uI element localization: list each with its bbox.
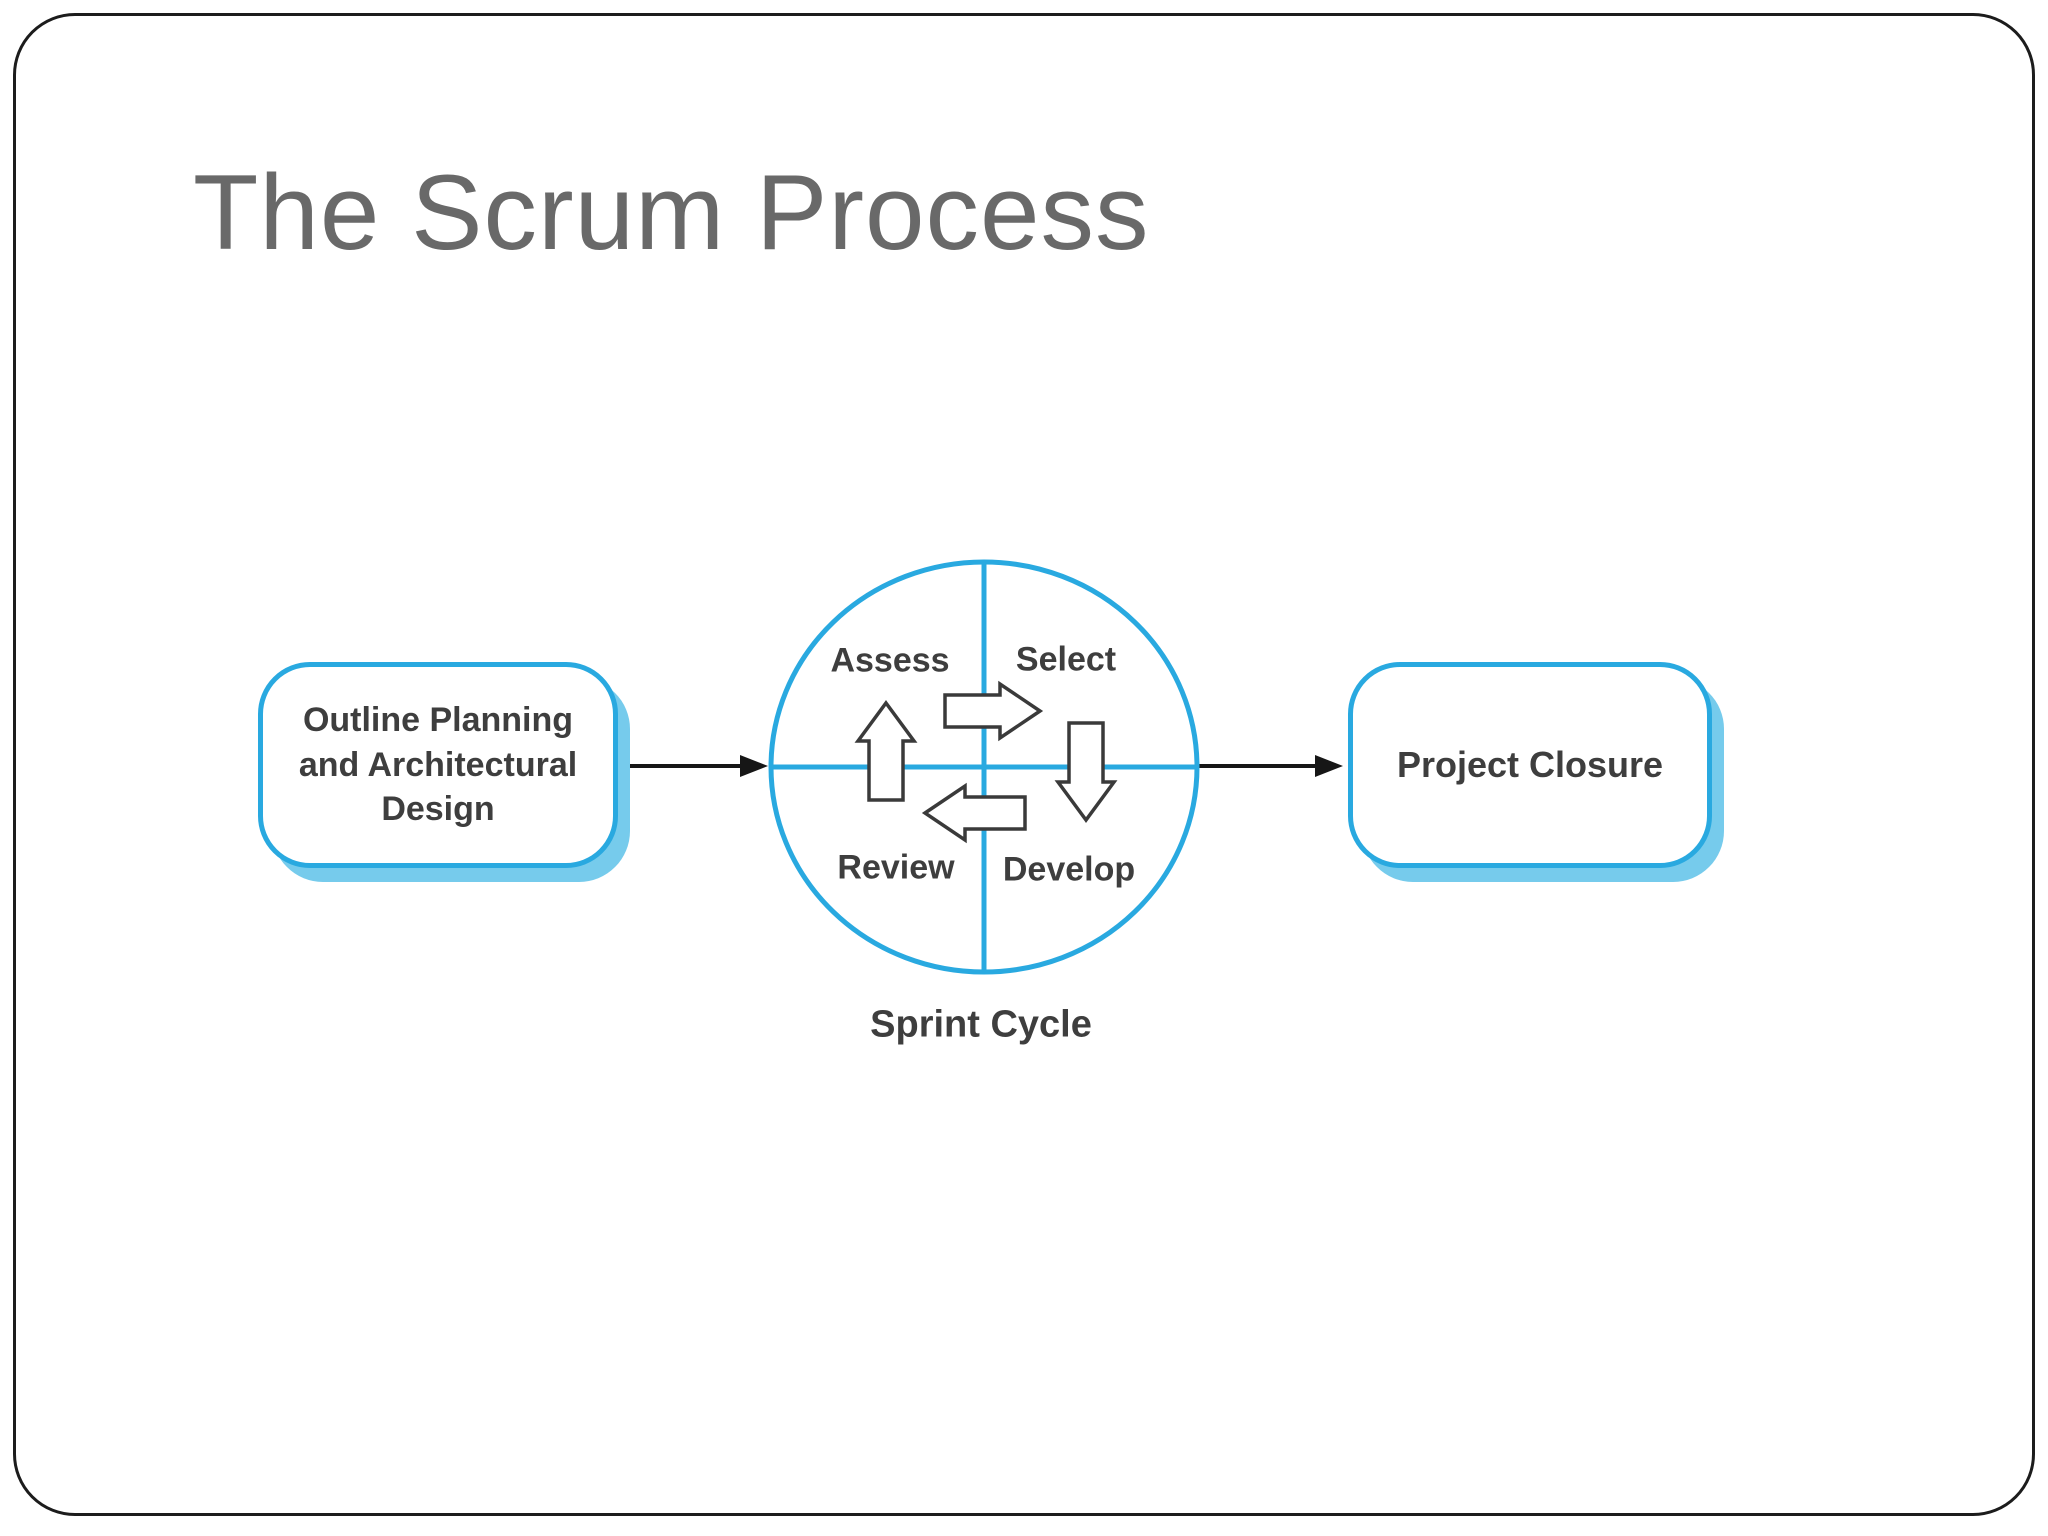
flow-arrow-input: [621, 755, 768, 777]
outline-planning-label: Outline Planning and Architectural Desig…: [298, 700, 578, 829]
project-closure-label: Project Closure: [1396, 744, 1664, 785]
cycle-arrow-right-icon: [943, 680, 1044, 742]
outline-planning-box: Outline Planning and Architectural Desig…: [258, 662, 618, 868]
project-closure-box: Project Closure: [1348, 662, 1712, 868]
quadrant-label-review: Review: [837, 848, 955, 887]
sprint-cycle-caption: Sprint Cycle: [870, 1003, 1092, 1046]
cycle-arrow-up-icon: [854, 700, 918, 802]
cycle-arrow-left-icon: [921, 782, 1027, 844]
page-title: The Scrum Process: [193, 152, 1150, 272]
quadrant-label-select: Select: [1015, 640, 1117, 679]
quadrant-label-develop: Develop: [1002, 850, 1136, 889]
quadrant-label-assess: Assess: [830, 641, 950, 680]
cycle-arrow-down-icon: [1054, 721, 1118, 823]
flow-arrow-output: [1199, 755, 1343, 777]
quadrant-divider-lines: [771, 562, 1197, 972]
